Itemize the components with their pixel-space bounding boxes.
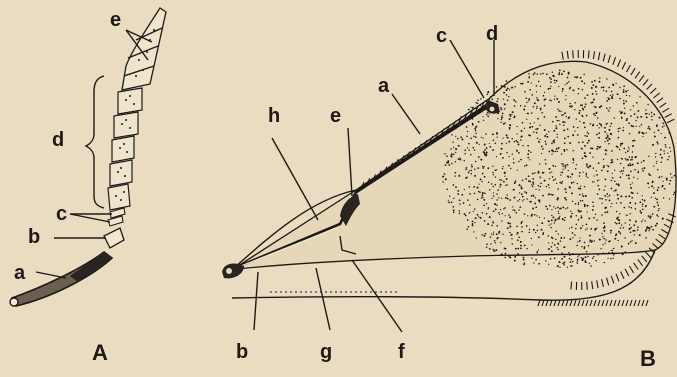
wing-drawing — [222, 40, 676, 332]
antenna-drawing — [10, 8, 166, 306]
antenna-label-a: a — [14, 262, 26, 284]
antenna-label-e: e — [110, 9, 121, 31]
wing-label-c: c — [436, 25, 447, 47]
panel-label-a: A — [92, 340, 108, 365]
antenna-funicle — [108, 88, 142, 210]
wing-label-e: e — [330, 105, 341, 127]
antenna-pedicel — [104, 228, 124, 248]
wing-label-a: a — [378, 75, 390, 97]
panel-label-b: B — [640, 346, 656, 371]
wing-base — [222, 264, 244, 279]
antenna-club — [122, 8, 166, 90]
antenna-label-c: c — [56, 203, 67, 225]
wing-label-g: g — [320, 341, 332, 363]
wing-label-d: d — [486, 23, 498, 45]
antenna-funicle-brace — [86, 76, 104, 208]
antenna-label-b: b — [28, 226, 40, 248]
wing-label-b: b — [236, 341, 248, 363]
wing-label-h: h — [268, 105, 280, 127]
antenna-label-d: d — [52, 129, 64, 151]
wing-label-f: f — [398, 341, 405, 363]
